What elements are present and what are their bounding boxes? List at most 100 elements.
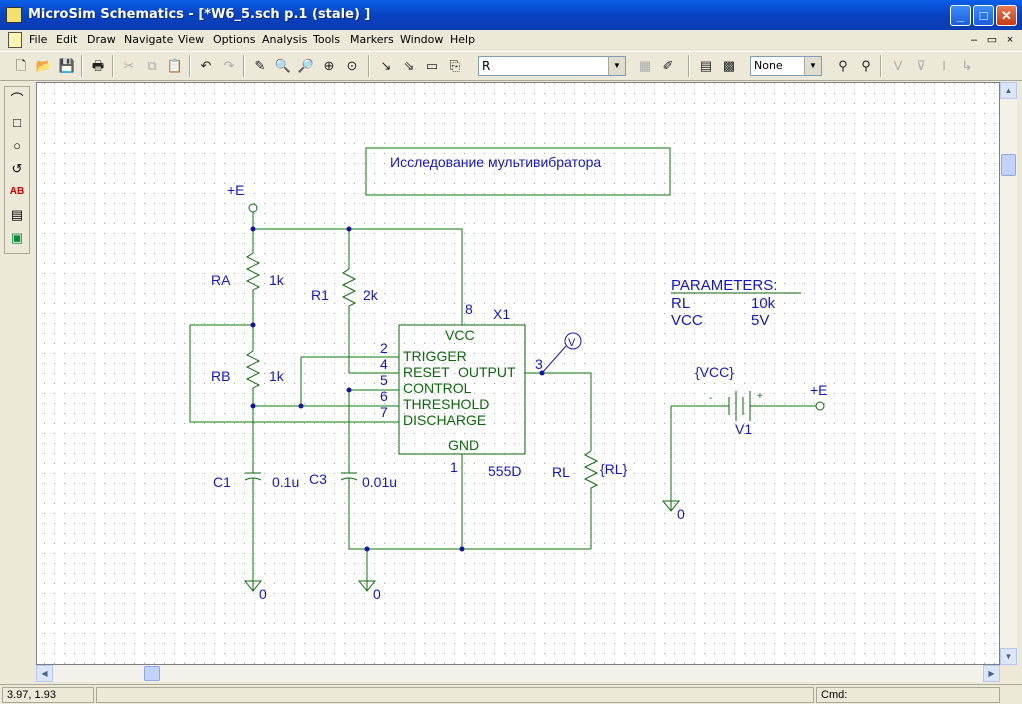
mdi-minimize-button[interactable]: – [970,34,978,46]
menu-navigate[interactable]: Navigate [124,33,174,46]
zoom-fit-icon[interactable]: ⊙ [346,58,358,73]
menu-tools[interactable]: Tools [313,33,341,46]
pin-number-trigger: 2 [380,340,388,356]
redraw-icon[interactable]: ✎ [254,58,266,73]
menu-edit[interactable]: Edit [56,33,78,46]
resistor-rl[interactable] [583,450,599,493]
draw-bus-icon[interactable]: ⇘ [403,58,415,73]
simulate-icon[interactable]: ▩ [722,58,736,73]
redo-icon[interactable]: ↷ [223,58,235,73]
document-icon[interactable] [8,32,22,48]
paste-icon[interactable]: 📋 [166,58,184,73]
junction-dot [346,226,352,232]
app-icon[interactable] [6,7,22,23]
edit-symbol-icon[interactable]: ✐ [662,58,674,73]
resistor-ra[interactable] [245,252,261,296]
ground-symbol[interactable] [243,580,263,592]
zoom-area-icon[interactable]: ⊕ [323,58,335,73]
junction-dot [346,387,352,393]
cut-icon[interactable]: ✂ [123,58,135,73]
wire[interactable] [525,372,592,451]
mdi-restore-button[interactable]: ▭ [986,34,998,46]
part-name-combo[interactable]: R ▼ [478,56,626,76]
vdiff-marker-icon[interactable]: ⊽ [916,58,926,73]
draw-circle-icon[interactable]: ○ [13,138,21,153]
schematic-drawing: Исследование мультивибратора [37,83,999,664]
marker-combo[interactable]: None ▼ [750,56,822,76]
capacitor-c3[interactable] [340,468,358,489]
scroll-left-icon[interactable]: ◀ [36,665,53,682]
wire[interactable] [348,489,591,550]
undo-icon[interactable]: ↶ [200,58,212,73]
ground-symbol[interactable] [357,580,377,592]
menu-options[interactable]: Options [213,33,256,46]
current-marker-icon[interactable]: I [942,58,946,73]
draw-arc-icon[interactable]: ⌒ [10,92,24,107]
zoom-in-icon[interactable]: 🔍 [274,58,292,73]
resistor-r1[interactable] [341,268,357,311]
probe-setup-icon[interactable]: ⚲ [861,58,871,73]
ground-c3-label: 0 [373,586,381,602]
chevron-down-icon[interactable]: ▼ [804,57,821,75]
scroll-right-icon[interactable]: ▶ [983,665,1000,682]
v1-plus: + [757,391,763,402]
menu-view[interactable]: View [178,33,205,46]
scroll-up-icon[interactable]: ▲ [1000,82,1017,99]
text-box-icon[interactable]: ▤ [10,207,24,222]
probe-icon[interactable]: ⚲ [838,58,848,73]
print-icon[interactable]: 🖶 [91,58,105,73]
title-text-box[interactable] [365,147,671,196]
voltage-marker[interactable]: V [541,332,582,374]
toolbar-separator [688,55,690,77]
junction-dot [364,546,370,552]
draw-box-icon[interactable]: □ [13,115,21,130]
menu-analysis[interactable]: Analysis [262,33,308,46]
command-field[interactable]: Cmd: [816,687,1000,703]
draw-polyline-icon[interactable]: ↺ [11,161,23,176]
edit-attributes-icon[interactable]: ▦ [638,58,652,73]
wire[interactable] [253,228,463,325]
zoom-out-icon[interactable]: 🔎 [297,58,315,73]
horizontal-scrollbar[interactable]: ◀ ▶ [36,665,1000,682]
parameters-header: PARAMETERS: [671,277,777,294]
minimize-button[interactable]: _ [950,5,971,26]
save-icon[interactable]: 💾 [58,58,76,73]
close-button[interactable]: ✕ [996,5,1017,26]
voltage-marker-icon[interactable]: V [893,58,903,73]
get-part-icon[interactable]: ⎘ [449,58,461,73]
vertical-scrollbar[interactable]: ▲ ▼ [1000,82,1017,665]
vertical-scroll-thumb[interactable] [1001,154,1016,176]
menu-markers[interactable]: Markers [350,33,394,46]
pin-label-vcc: VCC [445,327,475,343]
rb-name: RB [211,368,230,384]
insert-picture-icon[interactable]: ▣ [10,230,24,245]
menu-file[interactable]: File [29,33,48,46]
draw-wire-icon[interactable]: ↘ [380,58,392,73]
scroll-down-icon[interactable]: ▼ [1000,648,1017,665]
schematic-canvas[interactable]: Исследование мультивибратора [36,82,1000,665]
mdi-close-button[interactable]: × [1006,34,1014,46]
new-file-icon[interactable]: 🗋 [15,58,27,73]
capacitor-c1[interactable] [244,465,262,489]
port-circle[interactable] [815,401,825,411]
resistor-rb[interactable] [245,350,261,391]
voltage-source-v1[interactable] [721,391,761,421]
maximize-button[interactable]: □ [973,5,994,26]
setup-icon[interactable]: ▤ [699,58,713,73]
text-icon[interactable]: AB [9,186,25,197]
menu-help[interactable]: Help [450,33,476,46]
port-circle[interactable] [248,203,258,213]
horizontal-scroll-thumb[interactable] [144,666,160,681]
copy-icon[interactable]: ⧉ [147,58,157,73]
power-marker-icon[interactable]: ↳ [961,58,973,73]
menu-window[interactable]: Window [400,33,444,46]
ic-555-body[interactable] [398,324,526,455]
wire[interactable] [189,325,399,423]
ground-symbol[interactable] [661,500,681,512]
wire[interactable] [348,311,399,374]
pin-number-vcc: 8 [465,301,473,317]
chevron-down-icon[interactable]: ▼ [608,57,625,75]
open-folder-icon[interactable]: 📂 [35,58,53,73]
menu-draw[interactable]: Draw [87,33,116,46]
draw-block-icon[interactable]: ▭ [425,58,439,73]
